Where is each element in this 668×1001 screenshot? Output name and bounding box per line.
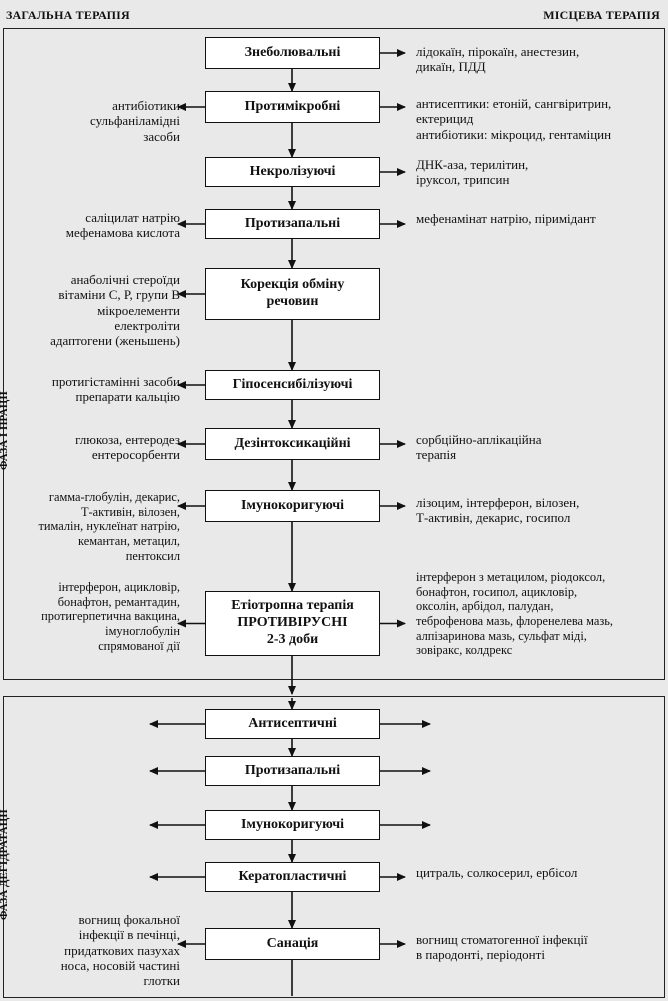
therapy-box-7: Дезінтоксикаційні [205, 428, 380, 460]
phase1-frame [3, 28, 665, 680]
general-therapy-text-6: протигістамінні засоби препарати кальцію [51, 374, 180, 405]
general-therapy-text-4: саліцилат натрію мефенамова кислота [65, 210, 180, 241]
therapy-box-5: Корекція обміну речовин [205, 268, 380, 320]
therapy-box-12: Імунокоригуючі [205, 810, 380, 840]
therapy-box-11: Протизапальні [205, 756, 380, 786]
therapy-box-13: Кератопластичні [205, 862, 380, 892]
therapy-box-4: Протизапальні [205, 209, 380, 239]
therapy-box-3: Некролізуючі [205, 157, 380, 187]
local-therapy-text-9: інтерферон з метацилом, ріодоксол, бонаф… [416, 570, 614, 658]
local-therapy-text-1: лідокаїн, пірокаїн, анестезин, дикаїн, П… [416, 44, 580, 75]
therapy-box-1: Знеболювальні [205, 37, 380, 69]
local-therapy-text-4: мефенамінат натрію, піримідант [416, 211, 596, 226]
general-therapy-header: ЗАГАЛЬНА ТЕРАПІЯ [6, 8, 130, 22]
local-therapy-text-3: ДНК-аза, терилітин, іруксол, трипсин [416, 157, 529, 188]
general-therapy-text-2: антибіотики сульфаніламідні засоби [90, 98, 180, 144]
local-therapy-text-7: сорбційно-аплікаційна терапія [416, 432, 542, 463]
therapy-box-8: Імунокоригуючі [205, 490, 380, 522]
local-therapy-text-14: вогнищ стоматогенної інфекції в пародонт… [416, 932, 588, 963]
local-therapy-text-13: цитраль, солкосерил, ербісол [416, 865, 578, 880]
general-therapy-text-9: інтерферон, ацикловір, бонафтон, реманта… [41, 580, 180, 653]
general-therapy-text-5: анаболічні стероїди вітаміни С, Р, групи… [50, 272, 180, 349]
therapy-box-6: Гіпосенсибілізуючі [205, 370, 380, 400]
therapy-box-10: Антисептичні [205, 709, 380, 739]
phase2-frame [3, 696, 665, 998]
local-therapy-text-2: антисептики: етоній, сангвіритрин, ектер… [416, 96, 612, 142]
general-therapy-text-8: гамма-глобулін, декарис, Т-активін, віло… [38, 490, 180, 563]
therapy-box-2: Протимікробні [205, 91, 380, 123]
local-therapy-header: МІСЦЕВА ТЕРАПІЯ [543, 8, 660, 22]
general-therapy-text-7: глюкоза, ентеродез ентеросорбенти [75, 432, 180, 463]
therapy-box-9: Етіотропна терапія ПРОТИВІРУСНІ 2-3 доби [205, 591, 380, 656]
local-therapy-text-8: лізоцим, інтерферон, вілозен, Т-активін,… [416, 495, 580, 526]
therapy-box-14: Санація [205, 928, 380, 960]
general-therapy-text-14: вогнищ фокальної інфекції в печінці, при… [60, 912, 180, 989]
